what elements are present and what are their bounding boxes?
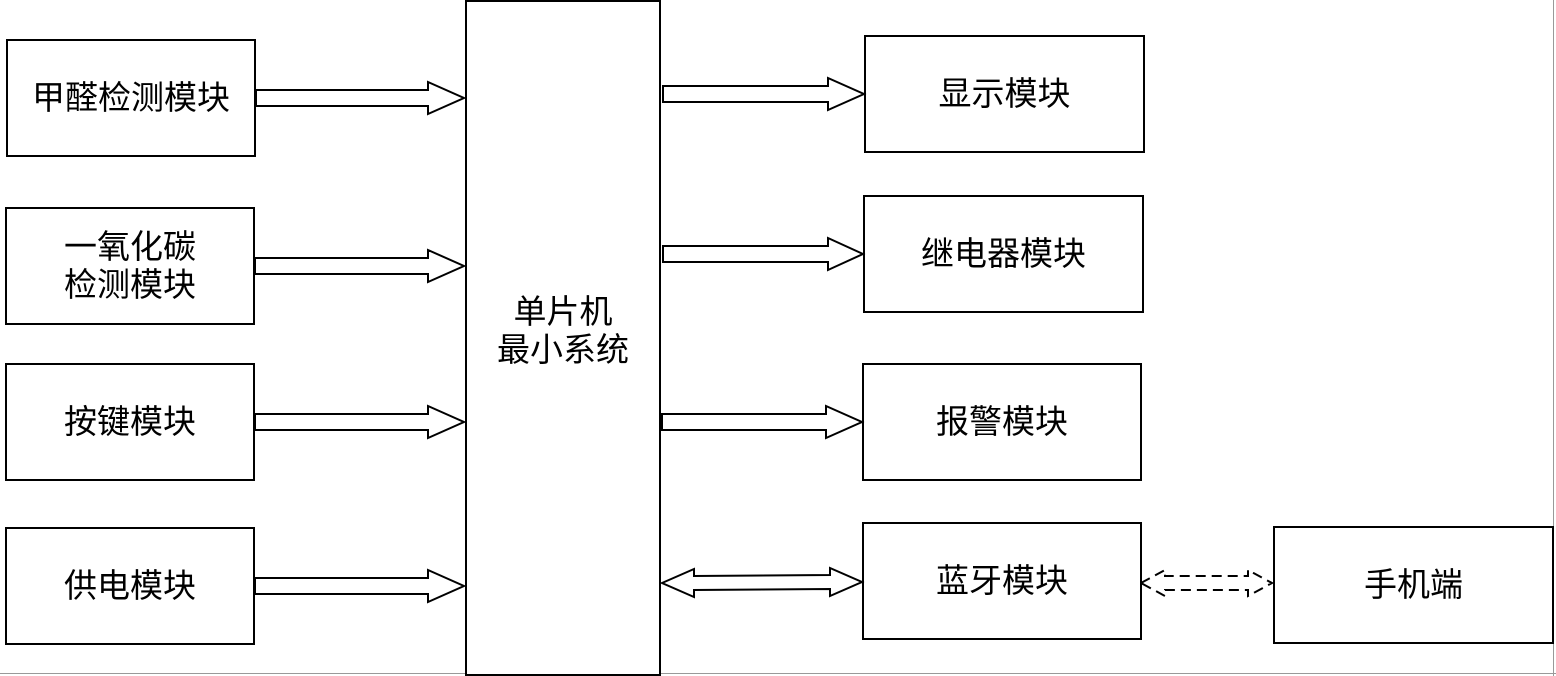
mobile-phone-terminal-label: 手机端 (1364, 565, 1463, 604)
arrow-formaldehyde-to-mcu (255, 80, 467, 116)
frame-right-line (1553, 0, 1554, 676)
arrow-key-to-mcu (254, 404, 467, 440)
mcu-minimum-system-block: 单片机 最小系统 (465, 0, 661, 676)
bluetooth-module: 蓝牙模块 (862, 522, 1142, 640)
key-module-label: 按键模块 (64, 402, 196, 441)
display-module: 显示模块 (864, 35, 1145, 153)
carbon-monoxide-detection-module: 一氧化碳 检测模块 (5, 207, 255, 325)
relay-module: 继电器模块 (863, 195, 1144, 313)
arrow-mcu-to-alarm (661, 404, 865, 440)
carbon-monoxide-detection-module-label: 一氧化碳 检测模块 (64, 227, 196, 304)
relay-module-label: 继电器模块 (921, 234, 1086, 273)
mobile-phone-terminal: 手机端 (1273, 526, 1554, 644)
alarm-module: 报警模块 (862, 363, 1142, 481)
formaldehyde-detection-module: 甲醛检测模块 (6, 39, 256, 157)
arrow-power-to-mcu (254, 568, 467, 604)
arrow-mcu-to-display (662, 76, 867, 112)
formaldehyde-detection-module-label: 甲醛检测模块 (32, 78, 230, 117)
mcu-minimum-system-label: 单片机 最小系统 (497, 292, 629, 369)
frame-bottom-line (0, 673, 1556, 674)
arrow-mcu-bluetooth-bidirectional (659, 566, 865, 599)
display-module-label: 显示模块 (938, 74, 1071, 113)
key-module: 按键模块 (5, 363, 255, 481)
arrow-carbon-monoxide-to-mcu (254, 248, 467, 284)
power-supply-module: 供电模块 (5, 527, 255, 645)
alarm-module-label: 报警模块 (936, 402, 1068, 441)
power-supply-module-label: 供电模块 (64, 566, 196, 605)
arrow-bluetooth-phone-dashed (1138, 568, 1275, 598)
bluetooth-module-label: 蓝牙模块 (936, 561, 1068, 600)
arrow-mcu-to-relay (662, 236, 866, 272)
